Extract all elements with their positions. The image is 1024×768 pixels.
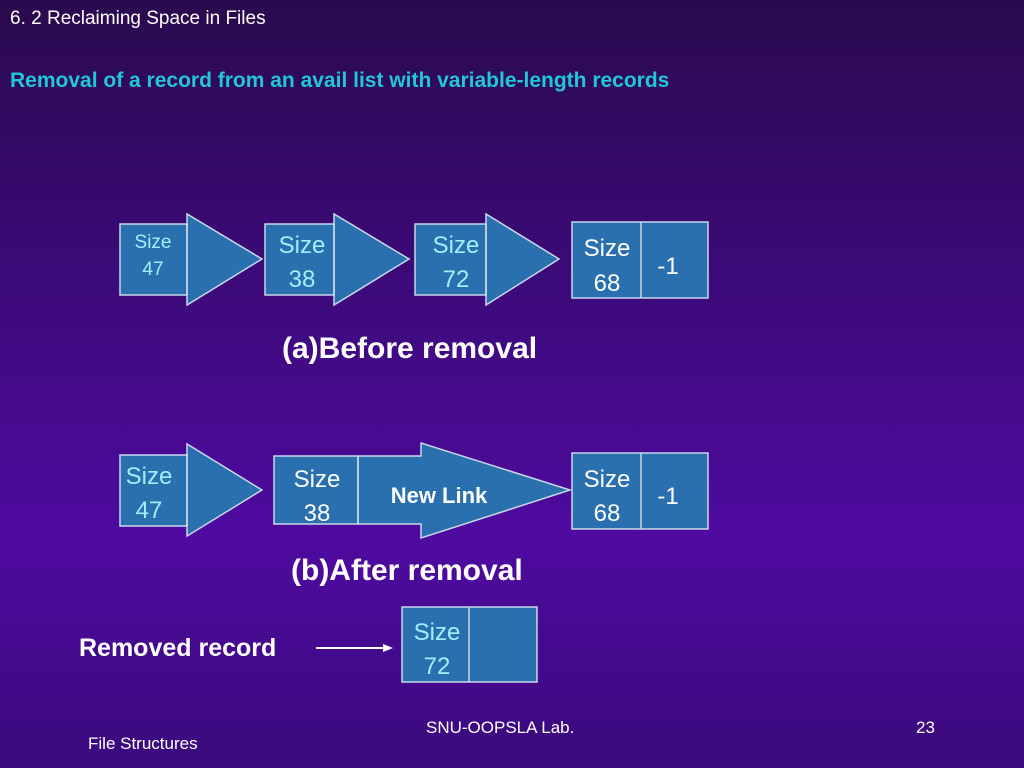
after-record-68-size-label: Size bbox=[584, 466, 631, 493]
after-record-68-link: -1 bbox=[657, 483, 678, 510]
caption-before-removal: (a)Before removal bbox=[282, 332, 538, 365]
removed-record-size-label: Size bbox=[414, 619, 461, 646]
before-record-47: Size 47 bbox=[119, 212, 264, 307]
after-record-38-size-value: 38 bbox=[304, 500, 331, 527]
after-record-68: Size 68 -1 bbox=[571, 452, 709, 530]
before-record-68-link: -1 bbox=[657, 253, 678, 280]
slide-title: Removal of a record from an avail list w… bbox=[10, 69, 670, 92]
before-record-72: Size 72 bbox=[414, 212, 561, 307]
after-record-47-size-label: Size bbox=[126, 463, 173, 490]
before-record-68-size-value: 68 bbox=[594, 270, 621, 297]
caption-after-removal: (b)After removal bbox=[291, 554, 523, 587]
before-record-72-size-value: 72 bbox=[443, 266, 470, 293]
after-record-38: Size 38 New Link bbox=[273, 441, 573, 540]
after-record-47-size-value: 47 bbox=[136, 497, 163, 524]
before-record-68: Size 68 -1 bbox=[571, 221, 709, 299]
removed-record-label: Removed record bbox=[79, 634, 277, 662]
footer-course: File Structures bbox=[88, 734, 198, 753]
removed-record: Size 72 bbox=[316, 606, 538, 683]
before-record-47-size-value: 47 bbox=[142, 259, 163, 280]
removed-pointer-arrowhead bbox=[383, 644, 393, 652]
after-list: Size 47 Size 38 New Link Size 68 -1 bbox=[119, 441, 709, 540]
before-record-38: Size 38 bbox=[264, 212, 411, 307]
before-record-68-size-label: Size bbox=[584, 235, 631, 262]
before-record-38-size-value: 38 bbox=[289, 266, 316, 293]
after-record-47: Size 47 bbox=[119, 442, 264, 538]
footer-lab: SNU-OOPSLA Lab. bbox=[426, 718, 575, 737]
page-number: 23 bbox=[916, 718, 935, 737]
before-record-47-size-label: Size bbox=[135, 232, 172, 253]
before-list: Size 47 Size 38 Size 72 Size 68 -1 bbox=[119, 212, 709, 307]
new-link-label: New Link bbox=[391, 483, 488, 508]
before-record-38-size-label: Size bbox=[279, 232, 326, 259]
after-record-38-size-label: Size bbox=[294, 466, 341, 493]
removed-record-size-value: 72 bbox=[424, 653, 451, 680]
section-title: 6. 2 Reclaiming Space in Files bbox=[10, 8, 266, 29]
after-record-68-size-value: 68 bbox=[594, 500, 621, 527]
before-record-72-size-label: Size bbox=[433, 232, 480, 259]
